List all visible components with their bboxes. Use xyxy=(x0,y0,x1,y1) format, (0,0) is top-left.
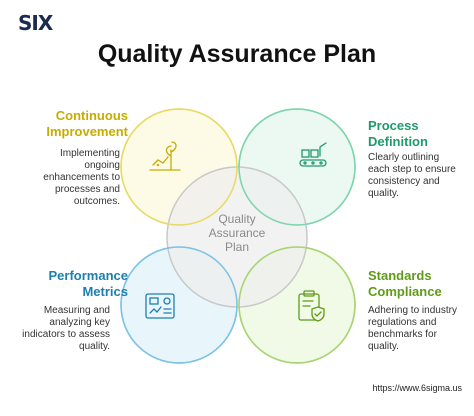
desc-line: Measuring and xyxy=(43,305,110,316)
standards-compliance-description: Adhering to industry regulations and ben… xyxy=(368,305,472,353)
center-label: Quality Assurance Plan xyxy=(187,212,287,254)
desc-line: ongoing xyxy=(84,160,120,171)
continuous-improvement-heading: Continuous Improvement xyxy=(10,108,128,140)
continuous-improvement-description: Implementing ongoing enhancements to pro… xyxy=(10,148,120,208)
desc-line: enhancements to xyxy=(43,172,120,183)
heading-line-1: Performance xyxy=(48,268,128,283)
desc-line: indicators to assess xyxy=(22,329,110,340)
heading-line-1: Continuous xyxy=(55,108,128,123)
desc-line: Implementing xyxy=(59,148,120,159)
clipboard-shield-icon xyxy=(298,290,325,322)
conveyor-belt-icon xyxy=(299,142,327,167)
desc-line: Clearly outlining xyxy=(368,152,440,163)
desc-line: analyzing key xyxy=(49,317,110,328)
website-url: https://www.6sigma.us xyxy=(372,383,462,393)
growth-plant-icon xyxy=(149,141,181,171)
six-sigma-logo: SIX xyxy=(14,8,53,36)
process-definition-heading: Process Definition xyxy=(368,118,468,150)
desc-line: regulations and xyxy=(368,317,437,328)
heading-line-1: Standards xyxy=(368,268,432,283)
page-title: Quality Assurance Plan xyxy=(97,40,377,68)
process-definition-description: Clearly outlining each step to ensure co… xyxy=(368,152,472,200)
logo-text: SIX xyxy=(18,11,53,35)
heading-line-2: Improvement xyxy=(46,124,128,139)
performance-metrics-description: Measuring and analyzing key indicators t… xyxy=(6,305,110,353)
heading-line-2: Definition xyxy=(368,134,428,149)
heading-line-2: Compliance xyxy=(368,284,442,299)
standards-compliance-heading: Standards Compliance xyxy=(368,268,468,300)
desc-line: Adhering to industry xyxy=(368,305,457,316)
desc-line: each step to ensure xyxy=(368,164,456,175)
desc-line: processes and xyxy=(54,184,120,195)
desc-line: quality. xyxy=(368,341,399,352)
desc-line: outcomes. xyxy=(73,196,120,207)
heading-line-1: Process xyxy=(368,118,419,133)
desc-line: benchmarks for xyxy=(368,329,437,340)
desc-line: quality. xyxy=(79,341,110,352)
heading-line-2: Metrics xyxy=(82,284,128,299)
center-line-3: Plan xyxy=(224,240,250,254)
performance-metrics-heading: Performance Metrics xyxy=(10,268,128,300)
center-line-2: Assurance xyxy=(208,226,266,240)
center-line-1: Quality xyxy=(218,212,256,226)
dashboard-chart-icon xyxy=(145,293,175,319)
desc-line: consistency and xyxy=(368,176,440,187)
desc-line: quality. xyxy=(368,188,399,199)
